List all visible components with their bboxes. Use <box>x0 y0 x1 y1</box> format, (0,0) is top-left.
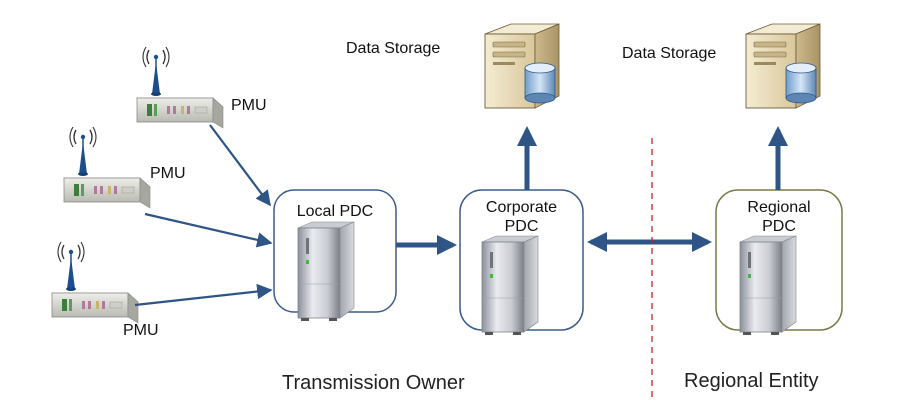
pmu2-to-local-pdc-arrow <box>144 212 273 248</box>
transmission-owner-label: Transmission Owner <box>282 372 465 394</box>
pmu-arrows <box>134 124 273 307</box>
pmu-label-2: PMU <box>150 165 186 182</box>
pmu-device-1 <box>136 46 224 129</box>
local-pdc-title: Local PDC <box>296 203 374 220</box>
regional-entity-label: Regional Entity <box>684 370 819 392</box>
local-pdc-box <box>273 189 397 322</box>
pmu-device-3 <box>51 241 139 324</box>
regional-data-storage-label: Data Storage <box>622 45 717 62</box>
pmu-label-1: PMU <box>231 97 267 114</box>
pmu1-to-local-pdc-arrow <box>209 124 271 207</box>
regional-pdc-title-line2: PDC <box>762 218 796 235</box>
regional-pdc-title-line1: Regional <box>747 199 811 216</box>
pmu-label-3: PMU <box>123 322 159 339</box>
corporate-data-storage-label: Data Storage <box>346 40 441 57</box>
corporate-pdc-title-line2: PDC <box>504 218 539 235</box>
pmu3-to-local-pdc-arrow <box>134 283 273 307</box>
corporate-pdc-title-line1: Corporate <box>485 199 558 216</box>
corporate-data-storage-server <box>484 23 560 109</box>
regional-data-storage-server <box>745 23 821 109</box>
corporate-pdc-box <box>459 189 584 336</box>
pmu-device-2 <box>63 126 151 209</box>
